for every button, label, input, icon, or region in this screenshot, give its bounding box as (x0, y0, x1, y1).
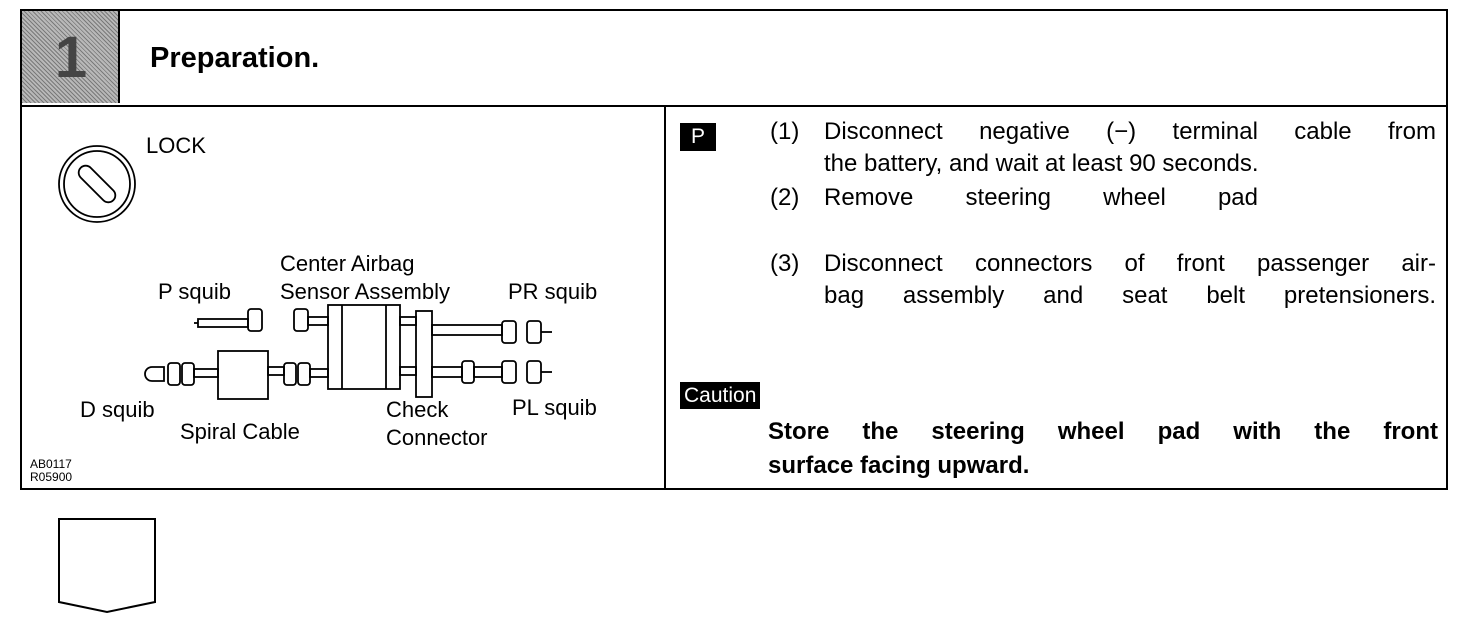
step-header: 1 Preparation. (22, 11, 1446, 107)
instructions-panel: P (1) Disconnect negative (−) terminal c… (666, 105, 1446, 488)
step-title: Preparation. (150, 42, 320, 74)
p-squib-label: P squib (158, 279, 231, 304)
center-airbag-label-line2: Sensor Assembly (280, 279, 450, 304)
preparation-badge: P (680, 123, 716, 151)
step-3-line-2: bag assembly and seat belt pretensioners… (824, 282, 1436, 309)
caution-badge: Caution (680, 382, 761, 409)
step-1-number: (1) (770, 118, 800, 145)
d-squib-label: D squib (80, 397, 155, 422)
figure-code-2: R05900 (30, 470, 73, 484)
airbag-connector-diagram (58, 145, 552, 400)
lock-label: LOCK (146, 133, 206, 158)
step-2-line-1: Remove steering wheel pad (824, 184, 1258, 211)
upper-harness (194, 304, 552, 398)
illustration-panel: LOCK Center Airbag Sensor Assembly P squ… (22, 105, 666, 488)
spiral-cable-label: Spiral Cable (180, 419, 300, 444)
procedure-frame: 1 Preparation. (20, 9, 1448, 490)
step-2-number: (2) (770, 184, 800, 211)
caution-line-2: surface facing upward. (768, 452, 1030, 479)
step-number: 1 (54, 24, 87, 90)
pr-squib-label: PR squib (508, 279, 598, 304)
step-1-line-1: Disconnect negative (−) terminal cable f… (824, 118, 1436, 145)
ignition-lock-icon (58, 145, 136, 223)
check-connector-label-line1: Check (386, 397, 449, 422)
step-3-number: (3) (770, 250, 800, 277)
step-number-box: 1 (22, 11, 120, 103)
next-step-pentagon-box (58, 518, 156, 614)
center-airbag-label-line1: Center Airbag (280, 251, 415, 276)
pl-squib-label: PL squib (512, 395, 597, 420)
step-1-line-2: the battery, and wait at least 90 second… (824, 150, 1259, 177)
lower-harness (144, 350, 552, 400)
step-3-line-1: Disconnect connectors of front passenger… (824, 250, 1436, 277)
figure-code-1: AB0117 (30, 457, 72, 471)
caution-line-1: Store the steering wheel pad with the fr… (768, 418, 1438, 445)
check-connector-label-line2: Connector (386, 425, 488, 450)
